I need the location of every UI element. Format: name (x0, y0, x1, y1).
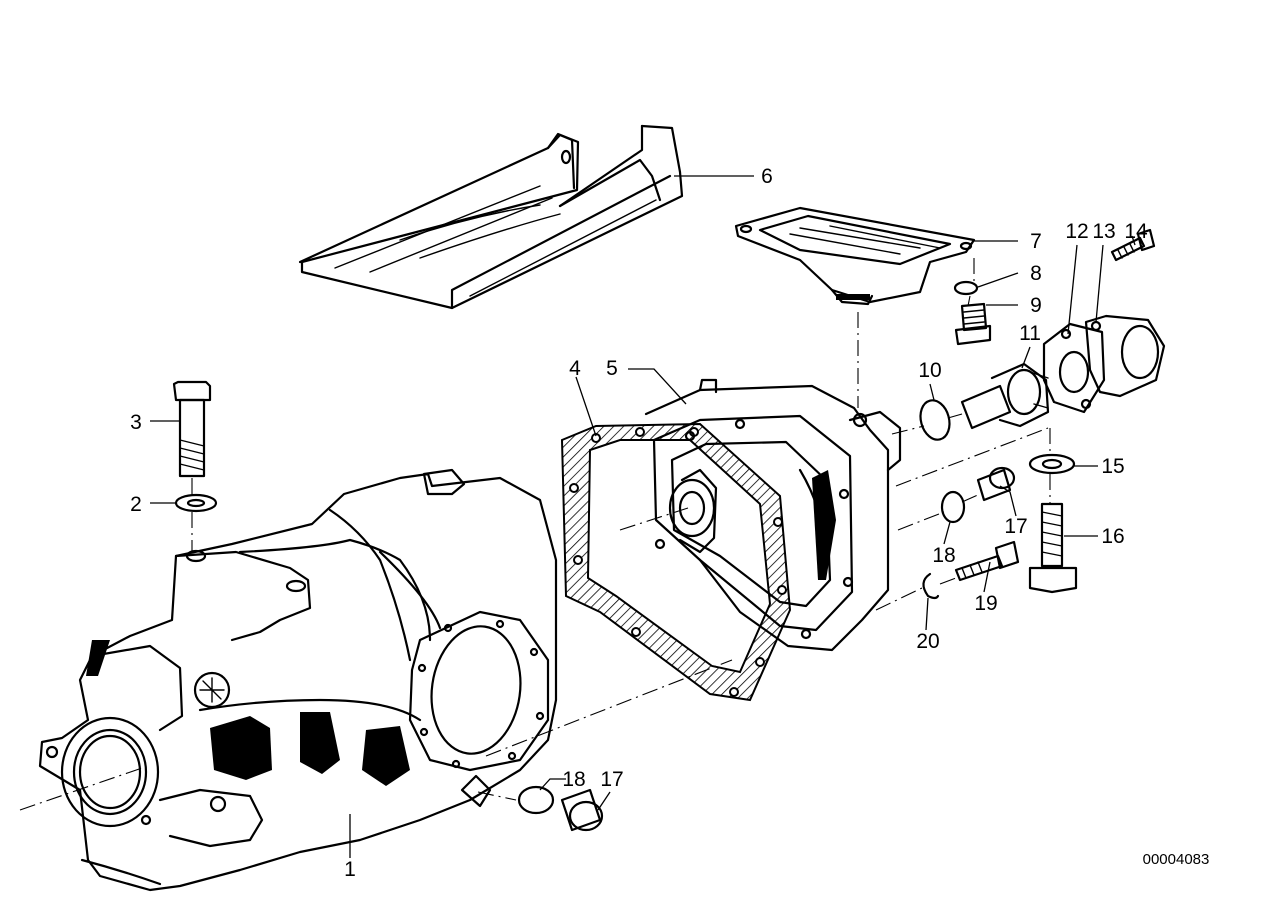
callout-4: 4 (569, 357, 581, 380)
hex-bolt-16-part (1028, 502, 1078, 594)
callout-17-lower: 17 (600, 768, 623, 791)
rubber-mount-part (734, 206, 976, 306)
callout-7: 7 (1030, 230, 1042, 253)
callout-1: 1 (344, 858, 356, 881)
bolt-19-part (954, 540, 1020, 582)
callout-13: 13 (1092, 220, 1115, 243)
callout-2: 2 (130, 493, 142, 516)
gasket-12-part (1042, 322, 1106, 414)
screw-plug-17-lower-part (560, 788, 604, 832)
radial-seal-flange-part (960, 362, 1050, 430)
assembly-center-lines (19, 258, 1051, 811)
washer-15-part (1028, 453, 1076, 475)
gasket-ring-18-upper-part (940, 490, 966, 524)
callout-20: 20 (916, 630, 939, 653)
support-bracket-part (298, 124, 684, 310)
differential-housing-part (38, 468, 558, 892)
callout-labels: 1 2 3 4 5 6 7 8 9 10 11 12 13 14 15 16 1… (130, 165, 1148, 881)
callout-14: 14 (1124, 220, 1148, 243)
hex-bolt-small-part (954, 302, 992, 346)
gasket-ring-18-lower-part (517, 785, 555, 815)
screw-14-part (1110, 228, 1156, 262)
callout-8: 8 (1030, 262, 1042, 285)
callout-18-lower: 18 (562, 768, 585, 791)
callout-16: 16 (1101, 525, 1124, 548)
cover-13-part (1084, 314, 1166, 398)
washer-2-part (174, 493, 218, 513)
callout-10: 10 (918, 359, 941, 382)
hex-bolt-3-part (172, 380, 212, 478)
callout-6: 6 (761, 165, 773, 188)
callout-17-upper: 17 (1004, 515, 1027, 538)
callout-12: 12 (1065, 220, 1088, 243)
callout-5: 5 (606, 357, 618, 380)
callout-18-upper: 18 (932, 544, 955, 567)
spring-washer-part (953, 280, 979, 296)
drawing-code: 00004083 (1143, 851, 1210, 868)
callout-leader-lines (150, 175, 1136, 858)
screw-plug-17-upper-part (976, 466, 1016, 502)
circlip-20-part (922, 572, 940, 600)
callout-11: 11 (1019, 322, 1041, 345)
callout-3: 3 (130, 411, 142, 434)
callout-15: 15 (1101, 455, 1124, 478)
rear-cover-part (644, 378, 902, 652)
cover-gasket-part (560, 422, 792, 702)
o-ring-part (919, 399, 951, 441)
callout-19: 19 (974, 592, 997, 615)
callout-9: 9 (1030, 294, 1042, 317)
